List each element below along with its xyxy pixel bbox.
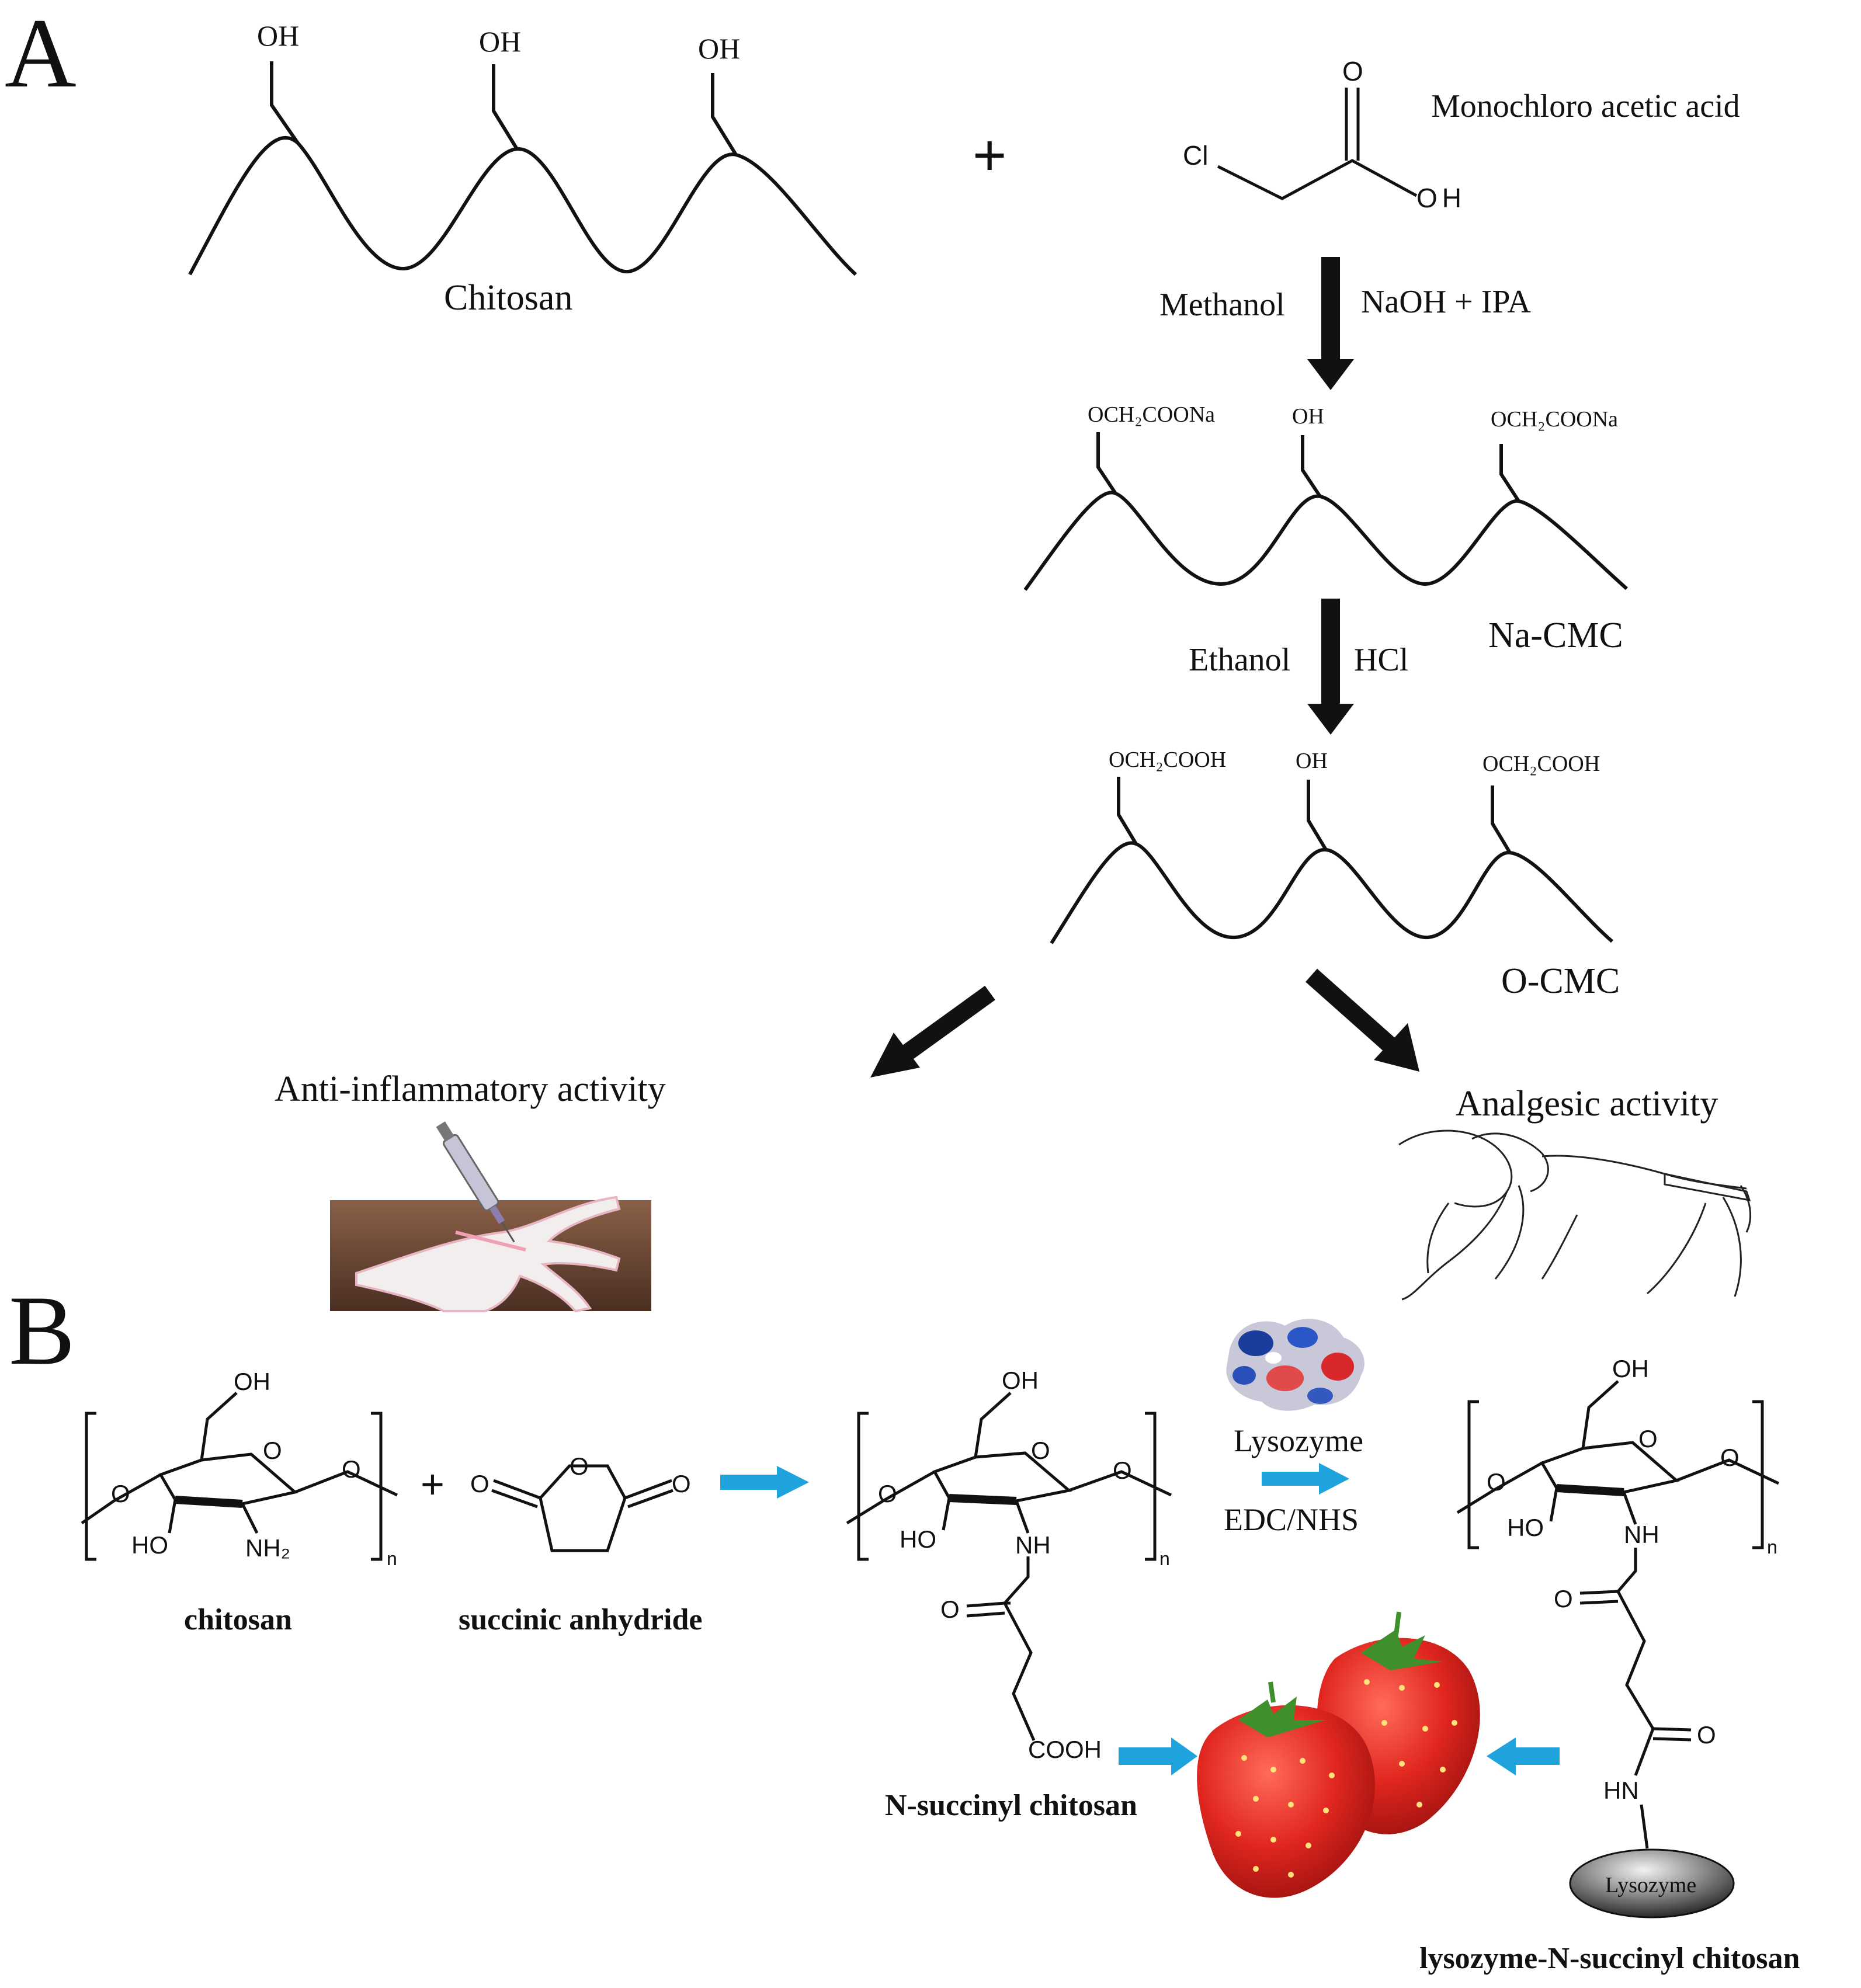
step1-arrow	[1307, 257, 1354, 390]
o-cmc-chain	[1050, 777, 1613, 944]
succinic-anhydride-structure	[491, 1464, 673, 1552]
coupling-bottom-label: EDC/NHS	[1224, 1502, 1359, 1537]
nsc-nh: NH	[1015, 1531, 1051, 1559]
panel-b-label: B	[9, 1275, 75, 1385]
nsc-o-left: O	[878, 1480, 897, 1507]
nsc-n: n	[1159, 1548, 1170, 1569]
step1-right-reagent: NaOH + IPA	[1361, 284, 1531, 320]
nsc-ho: HO	[900, 1525, 936, 1553]
na-cmc-sub-right: OCH₂COONa	[1491, 407, 1618, 432]
o-cmc-name: O-CMC	[1501, 961, 1620, 1001]
lysozyme-n-succinyl-chitosan-structure	[1456, 1380, 1780, 1849]
anhydride-name: succinic anhydride	[459, 1603, 703, 1636]
chitosan-oh-3: OH	[698, 32, 740, 65]
step2-arrow	[1307, 599, 1354, 735]
plus-sign-b: +	[421, 1461, 445, 1507]
chitosan-oh-1: OH	[257, 19, 299, 52]
nsc-carbonyl-o: O	[940, 1596, 960, 1623]
b-chitosan-structure	[81, 1392, 398, 1561]
o-cmc-sub-right: OCH₂COOH	[1482, 752, 1600, 776]
arrow-to-analgesic	[1306, 968, 1419, 1072]
reagent-cl: Cl	[1183, 140, 1208, 171]
rat-paw-injection-image	[330, 1121, 651, 1313]
analgesic-test-drawing	[1398, 1129, 1752, 1301]
lnsc-carbonyl-o-2: O	[1697, 1721, 1716, 1749]
lnsc-enzyme-label: Lysozyme	[1605, 1873, 1696, 1897]
step2-right-reagent: HCl	[1354, 642, 1408, 678]
strawberry-seeds	[1235, 1679, 1457, 1878]
lnsc-carbonyl-o-1: O	[1554, 1585, 1573, 1612]
b-chitosan-o-right: O	[342, 1455, 361, 1483]
blue-arrow-to-strawberry-right	[1487, 1737, 1560, 1775]
plus-sign-a: +	[973, 123, 1006, 188]
lnsc-o-right: O	[1720, 1444, 1740, 1471]
chitosan-name: Chitosan	[444, 278, 572, 318]
chitosan-oh-2: OH	[479, 25, 521, 58]
lnsc-hn: HN	[1603, 1777, 1639, 1804]
na-cmc-sub-left: OCH₂COONa	[1088, 402, 1215, 427]
reagent-carbonyl-o: O	[1342, 56, 1363, 86]
lnsc-nh: NH	[1624, 1521, 1659, 1548]
lnsc-o-left: O	[1487, 1468, 1506, 1496]
lnsc-ring-o: O	[1638, 1425, 1658, 1452]
lnsc-name: lysozyme-N-succinyl chitosan	[1419, 1942, 1800, 1975]
lysozyme-protein-image	[1226, 1319, 1364, 1411]
reagent-oh: OH	[1416, 183, 1466, 213]
na-cmc-sub-mid: OH	[1292, 404, 1324, 429]
arrow-to-anti-inflammatory	[870, 985, 995, 1078]
step2-left-reagent: Ethanol	[1189, 642, 1290, 678]
anhydride-o-ring: O	[570, 1452, 589, 1480]
lysozyme-enzyme-ellipse	[1569, 1848, 1735, 1919]
nsc-name: N-succinyl chitosan	[885, 1789, 1137, 1822]
anti-inflammatory-label: Anti-inflammatory activity	[275, 1069, 666, 1109]
analgesic-label: Analgesic activity	[1456, 1084, 1718, 1124]
lnsc-ho: HO	[1507, 1514, 1544, 1541]
n-succinyl-chitosan-structure	[846, 1392, 1172, 1742]
lnsc-oh: OH	[1612, 1355, 1649, 1382]
b-chitosan-nh2: NH₂	[245, 1534, 290, 1562]
na-cmc-chain	[1023, 432, 1628, 591]
b-chitosan-n: n	[387, 1548, 397, 1569]
coupling-top-label: Lysozyme	[1234, 1423, 1363, 1458]
anhydride-o-right: O	[672, 1470, 691, 1497]
lnsc-n: n	[1767, 1537, 1777, 1558]
nsc-ring-o: O	[1031, 1437, 1050, 1464]
b-chitosan-ring-o: O	[263, 1437, 282, 1464]
strawberry-front	[1197, 1681, 1375, 1898]
strawberries-image	[1197, 1611, 1480, 1898]
nsc-oh: OH	[1002, 1367, 1039, 1394]
nsc-cooh: COOH	[1028, 1736, 1102, 1763]
blue-arrow-to-strawberry-left	[1119, 1737, 1197, 1775]
panel-a-label: A	[5, 0, 77, 108]
na-cmc-name: Na-CMC	[1488, 616, 1623, 655]
monochloroacetic-acid-structure	[1217, 88, 1418, 200]
o-cmc-sub-mid: OH	[1296, 749, 1328, 773]
blue-arrow-2	[1262, 1463, 1349, 1495]
b-chitosan-o-left: O	[111, 1480, 130, 1507]
anhydride-o-left: O	[470, 1470, 489, 1497]
nsc-o-right: O	[1113, 1457, 1132, 1484]
blue-arrow-1	[720, 1466, 809, 1499]
b-chitosan-oh: OH	[234, 1368, 270, 1395]
o-cmc-sub-left: OCH₂COOH	[1109, 748, 1226, 772]
chitosan-chain	[188, 61, 857, 276]
reagent-name: Monochloro acetic acid	[1431, 88, 1740, 124]
step1-left-reagent: Methanol	[1159, 287, 1285, 323]
b-chitosan-ho: HO	[131, 1531, 168, 1559]
b-chitosan-name: chitosan	[184, 1603, 292, 1636]
